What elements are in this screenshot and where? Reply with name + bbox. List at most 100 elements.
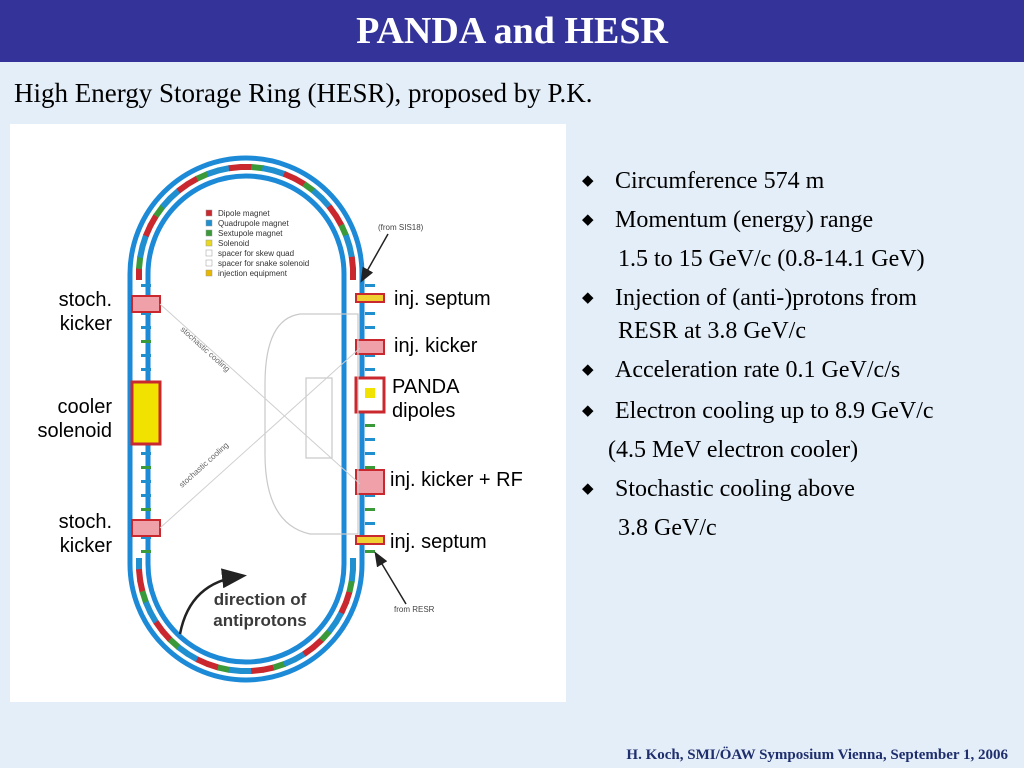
ring-magnet xyxy=(217,165,231,174)
straight-magnet xyxy=(365,452,375,455)
straight-magnet xyxy=(365,424,375,427)
straight-magnet xyxy=(141,312,151,315)
panda-line1: PANDA xyxy=(392,376,460,398)
ring-magnet xyxy=(135,568,144,582)
stoch-kicker-bottom-label: stoch. kicker xyxy=(20,510,112,558)
inj-kicker-component xyxy=(355,339,385,355)
straight-magnet xyxy=(141,354,151,357)
ring-magnet xyxy=(282,171,297,182)
legend-label: Dipole magnet xyxy=(218,209,270,218)
panda-dipoles-label: PANDA dipoles xyxy=(392,375,459,423)
cooler-line2: solenoid xyxy=(37,420,112,442)
slide-subtitle: High Energy Storage Ring (HESR), propose… xyxy=(14,78,593,108)
slide-footer: H. Koch, SMI/ÖAW Symposium Vienna, Septe… xyxy=(626,747,1008,763)
from-resr-label: from RESR xyxy=(394,605,435,614)
ring-magnet xyxy=(160,195,173,209)
inj-septum-top-label: inj. septum xyxy=(394,288,491,310)
ring-magnet xyxy=(302,181,316,194)
stoch-kicker-top-label: stoch. kicker xyxy=(20,288,112,336)
bullet-text: Stochastic cooling above xyxy=(615,476,855,502)
ring-magnet xyxy=(348,568,357,582)
ring-magnet xyxy=(326,620,339,634)
bullet-diamond-icon: ◆ xyxy=(582,290,594,306)
legend-label: Solenoid xyxy=(218,239,249,248)
stoch-kicker-bottom-line1: stoch. xyxy=(58,511,112,533)
bullet-diamond-icon: ◆ xyxy=(582,173,594,189)
ring-magnet xyxy=(346,245,355,259)
ring-magnet xyxy=(195,656,210,667)
ring-magnet xyxy=(176,181,190,194)
straight-magnet xyxy=(365,550,375,553)
ring-magnet xyxy=(137,579,146,593)
straight-magnet xyxy=(365,326,375,329)
hesr-ring-diagram: stochastic cooling stochastic cooling Di… xyxy=(10,124,566,702)
ring-magnet xyxy=(206,661,220,671)
stoch-kicker-bottom-line2: kicker xyxy=(59,535,112,557)
ring-magnet xyxy=(228,163,242,172)
bullet-continuation: 3.8 GeV/c xyxy=(582,509,1022,548)
ring-magnet xyxy=(136,268,142,280)
ring-magnet xyxy=(153,620,166,634)
inj-kicker-label: inj. kicker xyxy=(394,335,478,357)
bullet-text: 3.8 GeV/c xyxy=(618,515,717,541)
bullet-diamond-icon: ◆ xyxy=(582,403,594,419)
bullet-diamond-icon: ◆ xyxy=(582,212,594,228)
bullet-text: Injection of (anti-)protons from xyxy=(615,285,917,311)
ring-magnet xyxy=(240,164,252,170)
experiment-hall-outline xyxy=(264,313,359,535)
straight-magnet xyxy=(365,494,375,497)
inj-septum-bottom-component xyxy=(355,535,385,545)
legend-swatch xyxy=(205,229,213,237)
straight-magnet xyxy=(141,536,151,539)
ring-inner-pipe xyxy=(145,173,347,665)
cooling-label-upper: stochastic cooling xyxy=(179,325,232,374)
inj-septum-top-component xyxy=(355,293,385,303)
bullet-item: ◆Electron cooling up to 8.9 GeV/c xyxy=(582,392,1022,431)
ring-magnet xyxy=(135,256,144,270)
ring-magnet xyxy=(153,204,166,218)
straight-magnet xyxy=(365,466,375,469)
experiment-hall-box xyxy=(305,377,333,459)
straight-magnet xyxy=(141,494,151,497)
inj-kicker-rf-label: inj. kicker + RF xyxy=(390,469,523,491)
slide-title: PANDA and HESR xyxy=(0,0,1024,62)
straight-magnet xyxy=(365,368,375,371)
straight-magnet xyxy=(365,312,375,315)
from-sis18-label: (from SIS18) xyxy=(378,223,424,232)
ring-magnet xyxy=(338,223,349,238)
ring-magnet xyxy=(228,666,242,675)
ring-outer-pipe xyxy=(127,155,365,683)
bullet-item: ◆Acceleration rate 0.1 GeV/c/s xyxy=(582,351,1022,390)
ring-magnet xyxy=(147,213,159,228)
ring-magnet xyxy=(350,558,356,570)
bullet-item: ◆Circumference 574 m xyxy=(582,162,1022,201)
ring-magnet xyxy=(167,188,181,201)
cooling-label-lower: stochastic cooling xyxy=(177,441,230,490)
straight-magnet xyxy=(141,340,151,343)
from-resr-arrow xyxy=(374,551,407,605)
ring-magnet xyxy=(292,175,307,187)
bullet-continuation: (4.5 MeV electron cooler) xyxy=(582,431,1022,470)
stoch-kicker-top-component xyxy=(131,295,161,313)
ring-magnet xyxy=(348,256,357,270)
ring-magnet xyxy=(147,610,159,625)
legend-label: Quadrupole magnet xyxy=(218,219,289,228)
bullet-diamond-icon: ◆ xyxy=(582,481,594,497)
cooler-line1: cooler xyxy=(57,396,112,418)
ring-magnet xyxy=(346,579,355,593)
legend-label: spacer for snake solenoid xyxy=(218,259,309,268)
ring-magnet xyxy=(326,204,339,218)
from-sis18-arrow xyxy=(360,233,389,283)
straight-magnet xyxy=(141,452,151,455)
ring-magnet xyxy=(333,610,345,625)
bullet-item: ◆Momentum (energy) range xyxy=(582,201,1022,240)
ring-magnet xyxy=(143,223,154,238)
straight-magnet xyxy=(141,284,151,287)
stoch-kicker-bottom-component xyxy=(131,519,161,537)
cooling-line-2 xyxy=(159,347,361,529)
direction-arrow xyxy=(178,568,247,635)
bullet-text: 1.5 to 15 GeV/c (0.8-14.1 GeV) xyxy=(618,246,925,272)
ring-magnet xyxy=(185,651,200,663)
ring-magnet xyxy=(136,558,142,570)
